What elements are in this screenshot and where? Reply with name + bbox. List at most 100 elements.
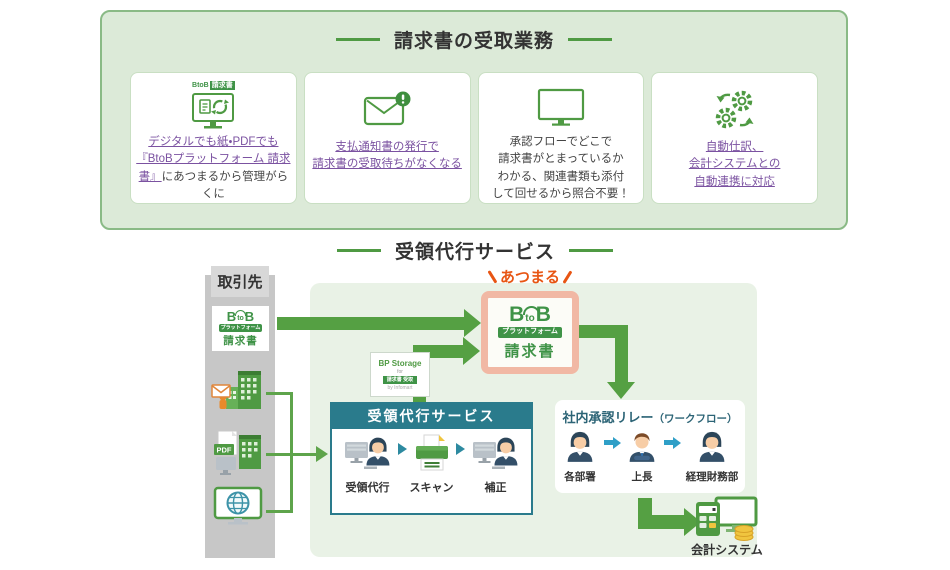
- btob-to: to: [525, 313, 535, 325]
- flow-title-text: 受領代行サービス: [394, 242, 555, 263]
- monitor-doc-sync-icon: BtoB 請求書: [188, 81, 238, 134]
- department-person-icon: [565, 430, 595, 467]
- accounting-system-label: 会計システム: [691, 543, 763, 557]
- btob-b1: B: [509, 303, 525, 327]
- card-approval-flow-text: 承認フローでどこで 請求書がとまっているか わかる、関連書類も添付 して回せるか…: [487, 134, 635, 203]
- mail-alert-icon: [360, 81, 414, 139]
- approval-steps: 各部署 上長 経理財務部: [555, 430, 745, 484]
- atsumaru-slash-left: [487, 269, 498, 284]
- arrow-btob-to-approval-head: [607, 382, 635, 399]
- step-label-scan: スキャン: [409, 482, 454, 494]
- card-collect: BtoB 請求書: [130, 72, 297, 204]
- approval-title: 社内承認リレー（ワークフロー）: [555, 407, 745, 426]
- btob-b1: B: [226, 308, 237, 324]
- feature-cards: BtoB 請求書: [130, 72, 818, 204]
- arrow-approval-to-accounting-horizontal: [638, 515, 684, 529]
- approval-relay-box: 社内承認リレー（ワークフロー）: [555, 400, 745, 493]
- monitor-icon: [535, 81, 587, 134]
- receiving-section: 請求書の受取業務 BtoB 請求書: [100, 10, 848, 230]
- relay-arrow-icon: [603, 436, 621, 449]
- atsumaru-text: あつまる: [499, 269, 560, 286]
- title-dash-right: [568, 38, 612, 41]
- title-dash-left: [335, 38, 380, 41]
- agency-steps: 受領代行 スキャン 補正: [332, 429, 531, 495]
- arrow-agency-to-btob-head: [463, 337, 480, 365]
- manager-person-icon: [627, 430, 657, 467]
- btob-mini-badge: BtoB 請求書: [192, 81, 235, 91]
- btob-b2: B: [244, 308, 255, 324]
- partners-label: 取引先: [211, 266, 269, 297]
- agency-service-box: 受領代行サービス: [330, 402, 533, 515]
- atsumaru-callout: あつまる: [478, 266, 582, 287]
- btob-platform-bar: プラットフォーム: [218, 323, 263, 332]
- btob-platform-box: B to B プラットフォーム 請求書: [481, 291, 579, 374]
- connector-to-agency-arrowhead: [316, 446, 328, 462]
- step-label-receive: 受領代行: [345, 482, 390, 494]
- btob-invoice-text: 請求書: [504, 342, 556, 360]
- step-label-correct: 補正: [484, 482, 507, 494]
- approval-label-finance: 経理財務部: [685, 471, 739, 483]
- scanner-icon: [412, 434, 452, 477]
- mail-alert-svg: [364, 91, 411, 126]
- card-payment-notice-text: 支払通知書の発行で 請求書の受取待ちがなくなる: [307, 139, 467, 174]
- badge-btob-text: BtoB: [192, 82, 209, 90]
- flow-section-title: 受領代行サービス: [0, 237, 950, 264]
- paper-invoice-source-icon: [210, 365, 266, 422]
- arrow-btob-to-approval-vertical: [615, 325, 628, 382]
- approval-label-manager: 上長: [631, 471, 653, 483]
- receiving-title-text: 請求書の受取業務: [393, 31, 554, 52]
- btob-b2: B: [535, 303, 551, 327]
- partner-btob-logo-box: B to B プラットフォーム 請求書: [212, 306, 269, 351]
- badge-invoice-text: 請求書: [209, 81, 235, 91]
- bp-storage-logo: BP Storage for 請求書 受取 by Infomart: [370, 352, 430, 397]
- bp-storage-by: by Infomart: [387, 384, 413, 391]
- btob-logo-large: B to B プラットフォーム 請求書: [498, 304, 562, 360]
- btob-logo-small: B to B プラットフォーム 請求書: [218, 308, 263, 348]
- gears-sync-icon: [710, 81, 760, 139]
- card-collect-link[interactable]: デジタルでも紙・PDFでも『BtoBプラットフォーム 請求書』: [136, 136, 291, 183]
- card-auto-journal: 自動仕訳、 会計システムとの 自動連携に対応: [651, 72, 818, 204]
- approval-label-department: 各部署: [564, 471, 596, 483]
- pdf-label: PDF: [217, 446, 232, 455]
- btob-platform-bar: プラットフォーム: [498, 327, 562, 338]
- connector-to-agency-line: [290, 453, 318, 456]
- flow-dash-right: [569, 249, 613, 252]
- approval-title-main: 社内承認リレー: [562, 410, 654, 425]
- finance-person-icon: [697, 430, 727, 467]
- flow-dash-left: [336, 249, 381, 252]
- btob-arc: [523, 306, 541, 316]
- bp-storage-product: 請求書 受取: [382, 375, 418, 384]
- card-auto-journal-text: 自動仕訳、 会計システムとの 自動連携に対応: [684, 139, 786, 191]
- approval-title-sub: （ワークフロー）: [653, 413, 738, 425]
- card-auto-journal-link[interactable]: 自動仕訳、 会計システムとの 自動連携に対応: [688, 141, 781, 188]
- arrow-digital-to-btob: [277, 317, 464, 330]
- web-source-icon: [213, 486, 263, 535]
- arrow-digital-to-btob-head: [464, 309, 481, 337]
- step-arrow-icon: [398, 442, 407, 455]
- pdf-source-icon: PDF: [210, 427, 266, 484]
- accounting-system-icon: [694, 496, 758, 547]
- card-approval-flow-plain: 承認フローでどこで 請求書がとまっているか わかる、関連書類も添付 して回せるか…: [492, 136, 630, 200]
- card-collect-plain: にあつまるから管理がらくに: [161, 170, 289, 200]
- btob-invoice-text: 請求書: [223, 334, 258, 347]
- monitor-doc-sync-svg: [192, 93, 235, 129]
- relay-arrow-icon: [663, 436, 681, 449]
- connector-merge-line: [290, 392, 293, 513]
- step-arrow-icon: [456, 442, 465, 455]
- receiving-section-title: 請求書の受取業務: [102, 26, 846, 53]
- agency-title: 受領代行サービス: [332, 404, 531, 429]
- atsumaru-slash-right: [562, 269, 573, 284]
- connector-paper-line: [266, 392, 292, 395]
- correction-person-icon: [472, 435, 520, 476]
- btob-to: to: [237, 314, 244, 322]
- bp-storage-brand: BP Storage: [378, 358, 422, 368]
- card-payment-notice-link[interactable]: 支払通知書の発行で 請求書の受取待ちがなくなる: [312, 141, 462, 171]
- card-collect-text: デジタルでも紙・PDFでも『BtoBプラットフォーム 請求書』にあつまるから管理…: [131, 134, 296, 203]
- gears-sync-svg: [715, 90, 754, 129]
- card-approval-flow: 承認フローでどこで 請求書がとまっているか わかる、関連書類も添付 して回せるか…: [477, 72, 645, 204]
- connector-web-line: [266, 510, 292, 513]
- bp-storage-for: for: [397, 368, 403, 375]
- monitor-svg: [537, 88, 584, 126]
- receive-agent-person-icon: [344, 435, 392, 476]
